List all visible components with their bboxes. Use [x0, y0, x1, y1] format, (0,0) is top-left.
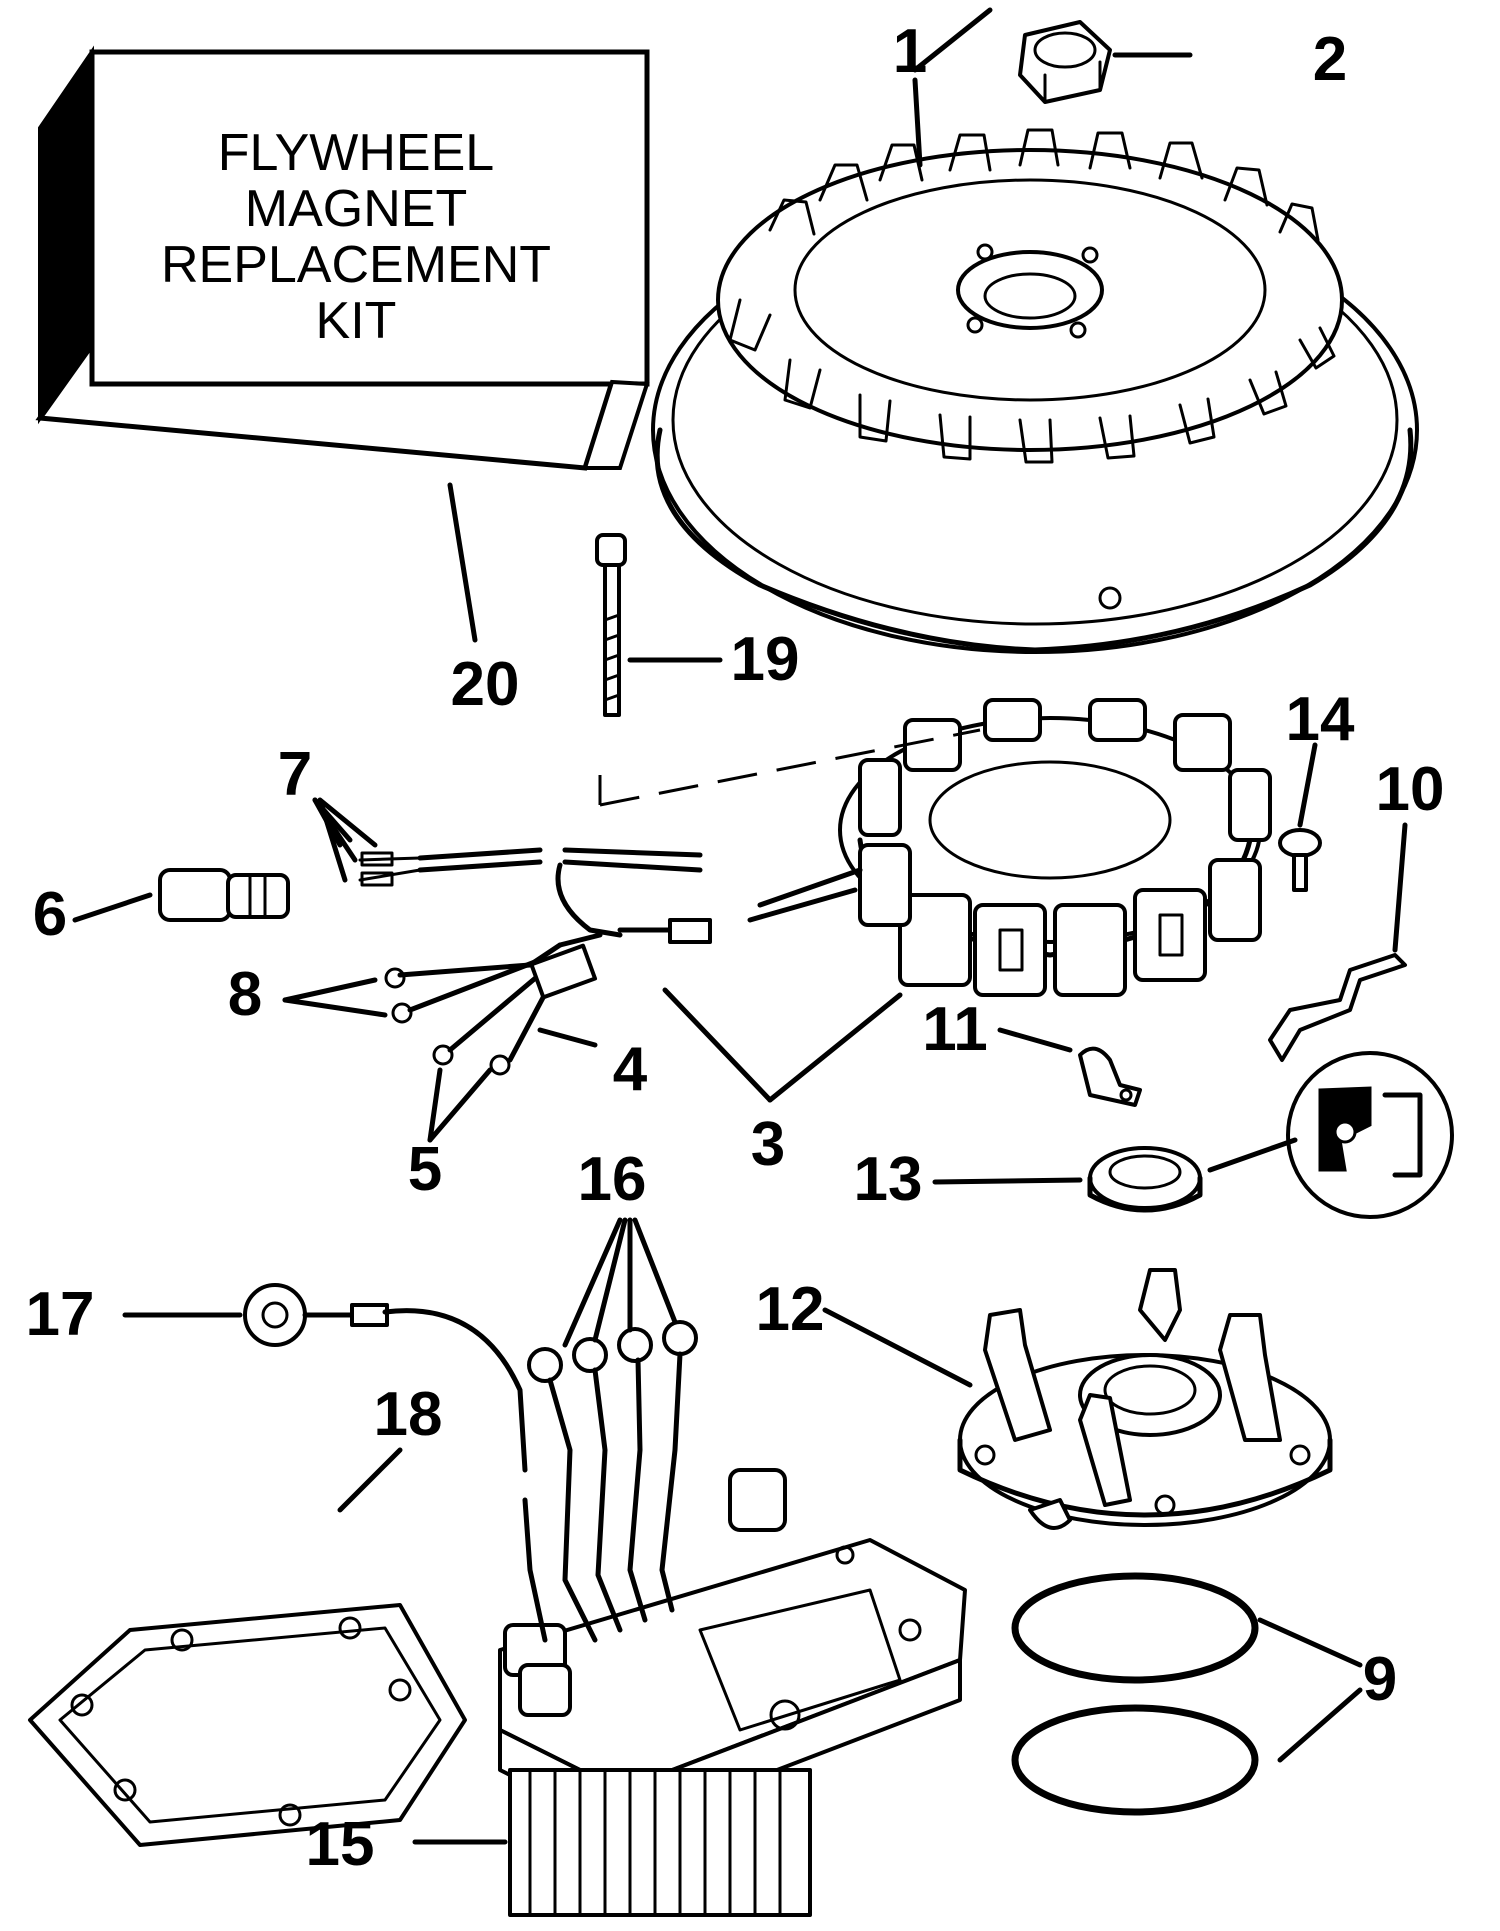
ground-wire — [243, 1283, 548, 1643]
callout-13: 13 — [854, 1145, 923, 1214]
callout-14: 14 — [1286, 685, 1355, 754]
callout-16: 16 — [578, 1145, 647, 1214]
callout-9: 9 — [1363, 1645, 1397, 1714]
nut — [1018, 20, 1112, 104]
callout-12: 12 — [756, 1275, 825, 1344]
callout-numbers: 1 2 3 4 5 6 7 8 9 10 11 12 13 14 15 16 1… — [26, 17, 1445, 1879]
callout-7: 7 — [278, 740, 312, 809]
callout-19: 19 — [731, 625, 800, 694]
gasket — [28, 1603, 467, 1847]
flywheel — [651, 128, 1419, 654]
callout-6: 6 — [33, 880, 67, 949]
callout-20: 20 — [451, 650, 520, 719]
oil-seal — [1087, 1051, 1454, 1219]
stator-harness — [358, 728, 981, 1076]
o-rings — [1011, 1572, 1259, 1816]
connector-sleeve — [158, 868, 290, 922]
kit-box-line-1: FLYWHEEL — [218, 124, 494, 182]
leader-lines — [72, 7, 1408, 1845]
callout-1: 1 — [893, 17, 927, 86]
callout-10: 10 — [1376, 755, 1445, 824]
callout-2: 2 — [1313, 25, 1347, 94]
stator — [838, 698, 1272, 997]
kit-box-line-3: REPLACEMENT — [161, 236, 551, 294]
timer-base — [957, 1268, 1333, 1530]
callout-15: 15 — [306, 1810, 375, 1879]
power-pack-leads — [527, 1320, 698, 1643]
callout-4: 4 — [613, 1035, 648, 1104]
callout-11: 11 — [922, 995, 988, 1064]
cable-clamp — [1078, 1046, 1142, 1107]
power-pack — [498, 1468, 967, 1917]
callout-17: 17 — [26, 1280, 95, 1349]
screw-short — [1278, 828, 1322, 892]
kit-box-line-2: MAGNET — [245, 180, 467, 238]
retaining-clip — [1268, 953, 1407, 1062]
callout-3: 3 — [751, 1110, 785, 1179]
callout-18: 18 — [374, 1380, 443, 1449]
callout-8: 8 — [228, 960, 262, 1029]
callout-5: 5 — [408, 1135, 442, 1204]
kit-box: FLYWHEEL MAGNET REPLACEMENT KIT — [35, 45, 650, 471]
screw-long — [595, 533, 627, 717]
kit-box-line-4: KIT — [316, 292, 397, 350]
